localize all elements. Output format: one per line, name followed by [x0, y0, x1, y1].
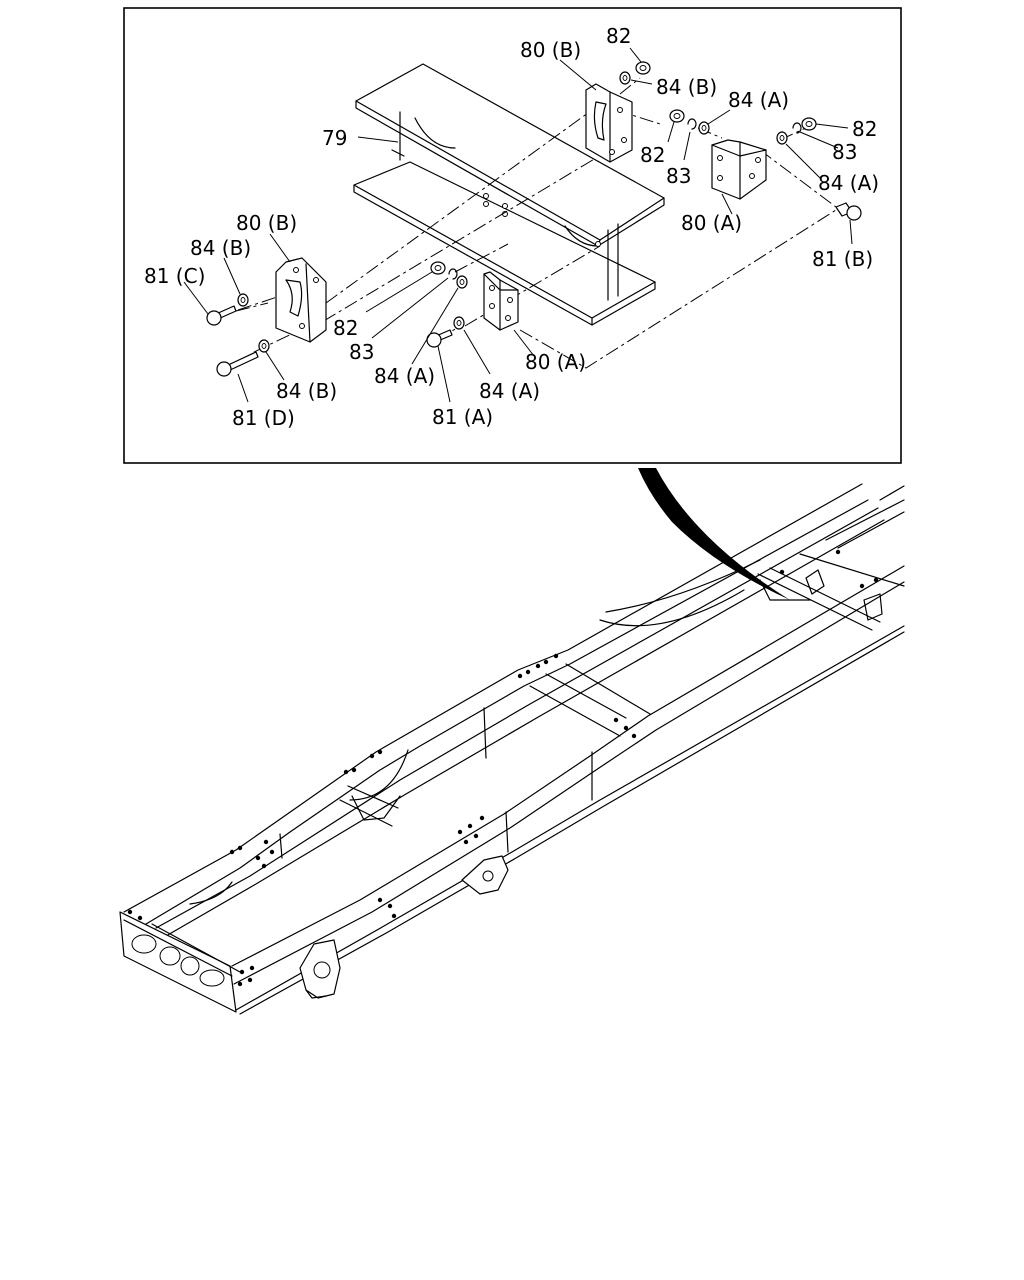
label-84a-top: 84 (A) [728, 88, 789, 112]
nut-82-mid [669, 109, 685, 123]
label-84a-right: 84 (A) [818, 171, 879, 195]
label-79: 79 [322, 126, 347, 150]
label-82-low: 82 [333, 316, 358, 340]
label-81a: 81 (A) [432, 405, 493, 429]
bolt-81c [206, 305, 237, 326]
bracket-80b-lower [275, 257, 327, 343]
left-rail-top-edge [123, 483, 863, 913]
callout-labels: 82 80 (B) 84 (B) 84 (A) 82 83 84 (A) 82 … [144, 24, 879, 430]
label-81c: 81 (C) [144, 264, 205, 288]
label-84a-low: 84 (A) [374, 364, 435, 388]
lock-washer-83-right [792, 122, 802, 134]
label-84b-left: 84 (B) [190, 236, 251, 260]
detail-pointer-arrow [638, 468, 790, 600]
bracket-80b-upper [585, 83, 633, 163]
label-84b-low: 84 (B) [276, 379, 337, 403]
label-80a-low: 80 (A) [525, 350, 586, 374]
label-83-low: 83 [349, 340, 374, 364]
washer-84a-right [776, 131, 788, 145]
washer-84a-low2 [453, 316, 465, 330]
label-82-mid: 82 [640, 143, 665, 167]
nut-82-low [430, 261, 446, 275]
leader-lines [183, 47, 853, 403]
bolt-81d [216, 351, 259, 377]
right-rail-top-edge [231, 565, 905, 967]
nut-82-right [801, 117, 817, 131]
spring-hanger-front [299, 939, 341, 999]
label-84b-top: 84 (B) [656, 75, 717, 99]
washer-84b-left [237, 293, 249, 307]
label-84a-low2: 84 (A) [479, 379, 540, 403]
truck-chassis-frame [119, 483, 905, 1015]
label-83-mid: 83 [666, 164, 691, 188]
label-81d: 81 (D) [232, 406, 295, 430]
bracket-80a-lower [483, 271, 519, 331]
bracket-80a-right [711, 139, 767, 200]
washer-84b-low [258, 339, 270, 353]
label-83-right: 83 [832, 140, 857, 164]
nut-82-top [635, 61, 651, 75]
bolt-81b [835, 202, 862, 221]
label-80a-right: 80 (A) [681, 211, 742, 235]
lock-washer-83-low [448, 268, 458, 280]
label-82-right: 82 [852, 117, 877, 141]
washer-84a-top [698, 121, 710, 135]
cross-member-79 [353, 63, 665, 326]
fasteners [206, 61, 862, 377]
label-82-top: 82 [606, 24, 631, 48]
rail-rivets [127, 549, 879, 987]
washer-84a-low [456, 275, 468, 289]
washer-84b-top [619, 71, 631, 85]
label-81b: 81 (B) [812, 247, 873, 271]
label-80b-top: 80 (B) [520, 38, 581, 62]
detail-inset: 82 80 (B) 84 (B) 84 (A) 82 83 84 (A) 82 … [123, 7, 902, 464]
lock-washer-83-mid [687, 118, 697, 130]
label-80b-left: 80 (B) [236, 211, 297, 235]
spring-hanger-rear [461, 855, 509, 895]
